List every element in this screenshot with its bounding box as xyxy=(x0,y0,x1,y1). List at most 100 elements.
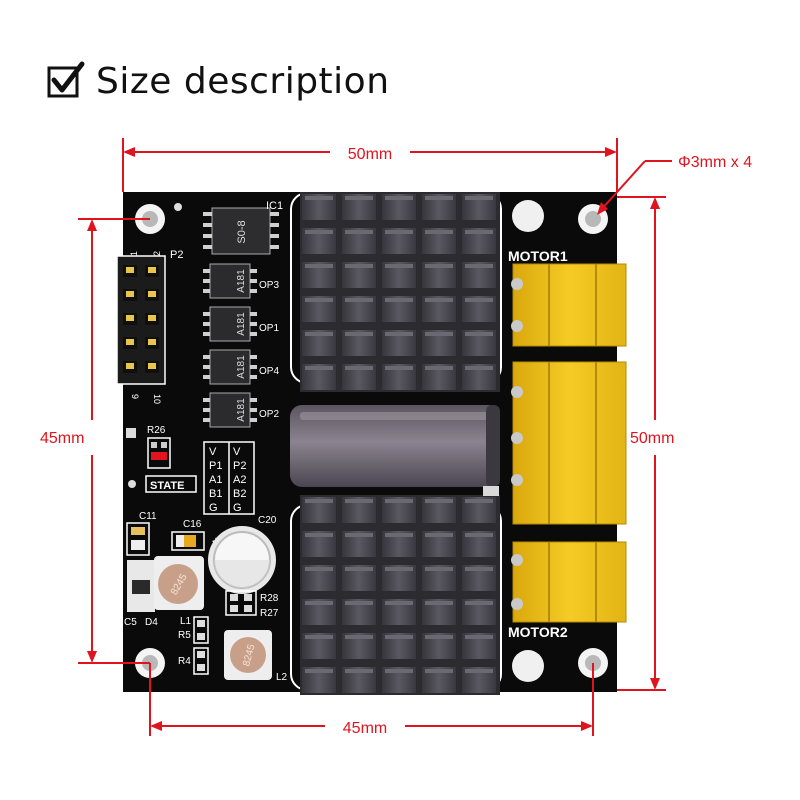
chip-lead xyxy=(250,375,257,379)
heatsink-fin-highlight xyxy=(305,669,333,673)
heatsink-fin-highlight xyxy=(425,499,453,503)
heatsink-fin-highlight xyxy=(385,366,413,370)
heatsink-fin-highlight xyxy=(345,264,373,268)
heatsink-fin-highlight xyxy=(305,332,333,336)
chip-lead xyxy=(250,312,257,316)
heatsink-fin-highlight xyxy=(425,366,453,370)
pin-table-left-cell: V xyxy=(209,446,217,458)
diode-d4 xyxy=(127,560,155,612)
chip-lead xyxy=(250,408,257,412)
dimension-left-height: 45mm xyxy=(40,430,84,447)
heatsink-fin-highlight xyxy=(305,366,333,370)
pad xyxy=(126,428,136,438)
resistor-r28-r27 xyxy=(225,590,257,616)
heatsink-fin-highlight xyxy=(465,499,493,503)
chip-lead xyxy=(203,398,210,402)
motor1-label: MOTOR1 xyxy=(508,248,568,264)
header-pin xyxy=(126,315,134,321)
opto-chip-label: OP3 xyxy=(259,280,279,291)
ic1-label: IC1 xyxy=(266,200,283,212)
header-pin-9-label: 9 xyxy=(130,394,140,399)
heatsink-fin-highlight xyxy=(345,601,373,605)
heatsink-fin-highlight xyxy=(345,332,373,336)
resistor-r5 xyxy=(193,616,209,644)
chip-lead xyxy=(203,355,210,359)
heatsink-fin-highlight xyxy=(385,567,413,571)
heatsink-fin-highlight xyxy=(385,669,413,673)
heatsink-fin-highlight xyxy=(465,332,493,336)
heatsink-fin-highlight xyxy=(385,635,413,639)
opto-chip-op3: A181 OP3 xyxy=(203,263,279,299)
r26-label: R26 xyxy=(147,425,166,436)
opto-chip-label: OP1 xyxy=(259,323,279,334)
d4-label: D4 xyxy=(145,617,158,628)
heatsink-fin-highlight xyxy=(465,533,493,537)
heatsink-fin-highlight xyxy=(305,264,333,268)
header-pin xyxy=(148,339,156,345)
c5-label: C5 xyxy=(124,617,137,628)
heatsink-fin-highlight xyxy=(465,567,493,571)
heatsink-fin-highlight xyxy=(345,230,373,234)
heatsink-fin-highlight xyxy=(425,196,453,200)
opto-chip-marking: A181 xyxy=(236,398,247,422)
opto-chip-marking: A181 xyxy=(236,269,247,293)
heatsink-fin-highlight xyxy=(425,264,453,268)
state-box xyxy=(145,475,197,493)
opto-chip-label: OP4 xyxy=(259,366,279,377)
chip-lead xyxy=(203,312,210,316)
p2-label: P2 xyxy=(170,249,183,261)
header-pin xyxy=(126,267,134,273)
heatsink-fin-highlight xyxy=(345,196,373,200)
chip-lead xyxy=(250,332,257,336)
header-pin xyxy=(126,339,134,345)
header-pin xyxy=(126,291,134,297)
capacitor-large xyxy=(290,405,500,496)
heatsink-fin-highlight xyxy=(385,230,413,234)
state-label: STATE xyxy=(150,480,184,492)
opto-chip-op2: A181 OP2 xyxy=(203,392,279,428)
pin-table-left-cell: P1 xyxy=(209,460,222,472)
heatsink-top xyxy=(300,192,500,392)
chip-lead xyxy=(250,398,257,402)
chip-lead xyxy=(250,289,257,293)
inductor-l2: 8245 xyxy=(224,630,272,680)
c20-label: C20 xyxy=(258,515,277,526)
chip-lead xyxy=(203,365,210,369)
pin-table-right-cell: A2 xyxy=(233,474,246,486)
heatsink-fin-highlight xyxy=(385,196,413,200)
heatsink-fin-highlight xyxy=(305,567,333,571)
opto-chip-label: OP2 xyxy=(259,409,279,420)
heatsink-fin-highlight xyxy=(425,567,453,571)
capacitor-c11 xyxy=(126,522,150,556)
heatsink-fin-highlight xyxy=(465,196,493,200)
heatsink-fin-highlight xyxy=(385,499,413,503)
pin-table-left-cell: A1 xyxy=(209,474,222,486)
heatsink-fin-highlight xyxy=(465,230,493,234)
heatsink-fin-highlight xyxy=(385,533,413,537)
dimension-right-height: 50mm xyxy=(630,430,674,447)
chip-lead xyxy=(250,365,257,369)
heatsink-fin-highlight xyxy=(385,332,413,336)
heatsink-fin-highlight xyxy=(345,298,373,302)
ic1-chip: S0-8 xyxy=(203,207,279,255)
opto-chip-body xyxy=(209,349,251,385)
header-pin-10-label: 10 xyxy=(152,394,162,404)
chip-lead xyxy=(203,375,210,379)
pad xyxy=(512,200,544,232)
page-title: Size description xyxy=(47,56,390,106)
header-pin xyxy=(148,267,156,273)
r27-label: R27 xyxy=(260,608,279,619)
motor2-label: MOTOR2 xyxy=(508,624,568,640)
chip-lead xyxy=(250,269,257,273)
c16-label: C16 xyxy=(183,519,202,530)
l2-label: L2 xyxy=(276,672,288,683)
chip-lead xyxy=(203,289,210,293)
pin-table-left-cell: B1 xyxy=(209,488,222,500)
ic1-marking: S0-8 xyxy=(236,220,248,243)
chip-lead xyxy=(203,332,210,336)
c11-label: C11 xyxy=(139,511,157,522)
heatsink-fin-highlight xyxy=(425,298,453,302)
header-pin xyxy=(148,291,156,297)
